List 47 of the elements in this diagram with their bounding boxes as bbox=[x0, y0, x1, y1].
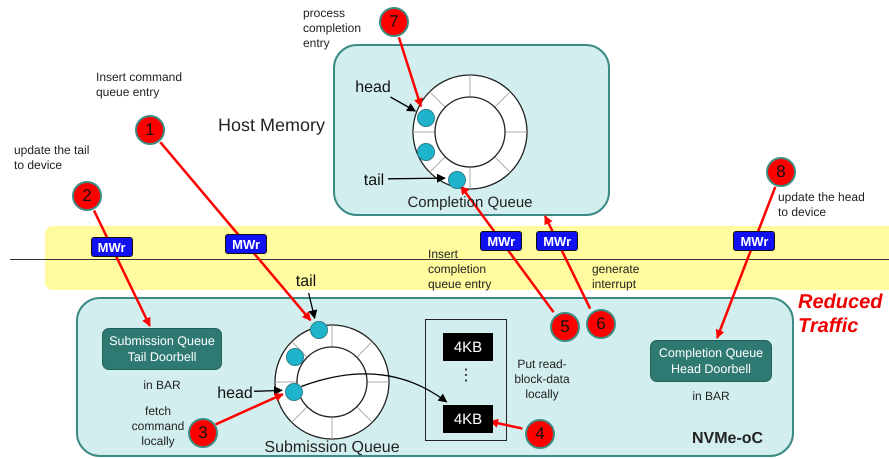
ellipsis-mark: ⋮ bbox=[457, 366, 475, 386]
data-block: 4KB bbox=[443, 405, 493, 433]
connector-arrow bbox=[308, 292, 318, 320]
buffer-frame bbox=[425, 319, 507, 441]
doorbell-register: Submission Queue Tail Doorbell bbox=[102, 328, 222, 370]
edge-label: MWr bbox=[480, 231, 522, 251]
queue-title: Submission Queue bbox=[263, 438, 401, 458]
queue-entry-dot bbox=[310, 321, 328, 339]
region-title: NVMe-oC bbox=[692, 429, 764, 449]
edge-label: MWr bbox=[733, 231, 776, 251]
emphasis-note: Reduced Traffic bbox=[798, 290, 884, 338]
edge-label: MWr bbox=[90, 237, 133, 257]
step-number-badge: 8 bbox=[766, 157, 796, 187]
annotation-text: generate interrupt bbox=[592, 262, 640, 292]
step-number-badge: 6 bbox=[586, 309, 616, 339]
step-description: fetch command locally bbox=[130, 404, 186, 449]
data-block: 4KB bbox=[443, 333, 493, 361]
step-number-badge: 2 bbox=[72, 181, 102, 211]
connector-arrow bbox=[159, 141, 312, 322]
connector-arrow bbox=[301, 373, 448, 403]
edge-label: MWr bbox=[225, 234, 268, 254]
location-note: in BAR bbox=[691, 389, 731, 404]
connector-arrow bbox=[215, 392, 284, 426]
connector-arrow bbox=[388, 174, 446, 183]
step-number-badge: 4 bbox=[525, 419, 555, 449]
step-number-badge: 7 bbox=[379, 7, 409, 37]
step-number-badge: 3 bbox=[188, 418, 218, 448]
step-description: Insert command queue entry bbox=[96, 70, 184, 100]
step-number-badge: 5 bbox=[550, 312, 580, 342]
step-description: Put read-block-data locally bbox=[513, 357, 571, 402]
step-number-badge: 1 bbox=[135, 115, 165, 145]
connector-arrow bbox=[390, 96, 416, 112]
location-note: in BAR bbox=[142, 378, 182, 393]
step-description: update the tail to device bbox=[14, 143, 90, 173]
step-description: process completion entry bbox=[303, 6, 362, 51]
connector-arrow bbox=[398, 36, 423, 108]
step-description: update the head to device bbox=[778, 190, 866, 220]
device-panel bbox=[76, 297, 794, 457]
host-memory-panel bbox=[333, 44, 610, 216]
pointer-label: head bbox=[214, 383, 256, 405]
edge-label: MWr bbox=[536, 231, 578, 251]
region-title: Host Memory bbox=[218, 114, 326, 136]
connector-arrow bbox=[254, 386, 283, 396]
pointer-label: tail bbox=[290, 271, 322, 293]
doorbell-register: Completion Queue Head Doorbell bbox=[650, 340, 772, 382]
pointer-label: head bbox=[352, 77, 394, 99]
pointer-label: tail bbox=[358, 170, 390, 192]
